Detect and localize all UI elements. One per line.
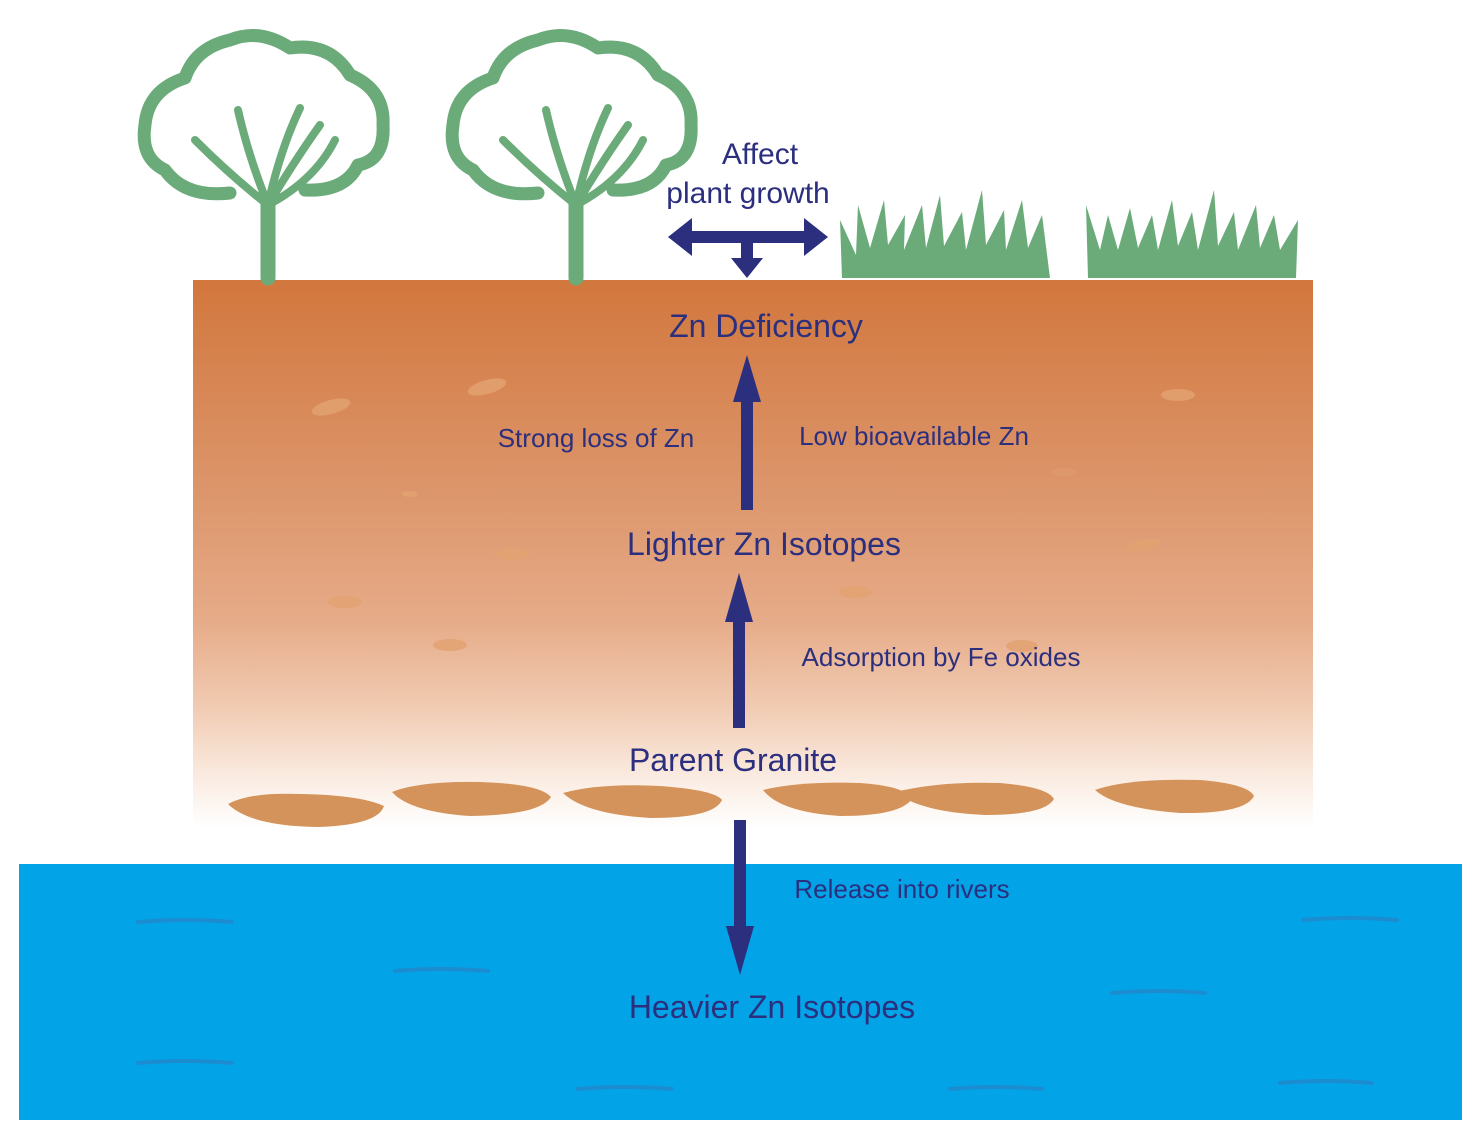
arrow-to-rivers-shaft bbox=[734, 820, 746, 930]
zn-deficiency-label: Zn Deficiency bbox=[669, 308, 863, 344]
water-wave bbox=[948, 1085, 1044, 1091]
water-waves bbox=[136, 916, 1399, 1091]
granite-pebble bbox=[1095, 779, 1254, 814]
affect-arrow-left-head bbox=[668, 218, 692, 256]
heavier-isotopes-label: Heavier Zn Isotopes bbox=[629, 989, 915, 1025]
soil-layer bbox=[193, 280, 1313, 828]
water-wave bbox=[1301, 916, 1399, 922]
soil-fleck bbox=[467, 378, 507, 396]
arrow-to-rivers-head bbox=[726, 926, 754, 975]
lighter-isotopes-label: Lighter Zn Isotopes bbox=[627, 526, 901, 562]
granite-pebbles bbox=[228, 779, 1254, 827]
granite-pebble bbox=[763, 782, 912, 816]
plant-growth-label: plant growth bbox=[666, 177, 829, 210]
soil-fleck bbox=[328, 596, 362, 608]
affect-arrow-down-head bbox=[731, 258, 763, 278]
affect-arrow-stem bbox=[741, 237, 753, 262]
soil-fleck bbox=[1052, 468, 1076, 476]
soil-fleck bbox=[402, 491, 418, 497]
soil-fleck bbox=[495, 548, 529, 560]
affect-arrow bbox=[668, 218, 828, 278]
soil-fleck bbox=[1161, 389, 1195, 401]
tree-icon bbox=[445, 29, 698, 286]
grass-icon bbox=[1086, 190, 1298, 278]
granite-pebble bbox=[392, 781, 551, 816]
water-wave bbox=[1110, 989, 1207, 995]
water-wave bbox=[393, 967, 490, 973]
arrow-to-deficiency-head bbox=[733, 355, 761, 402]
arrow-to-lighter-head bbox=[725, 573, 753, 622]
process-arrows bbox=[725, 355, 761, 975]
tree-icon bbox=[137, 29, 390, 286]
soil-fleck bbox=[311, 398, 351, 416]
grass-icon bbox=[840, 190, 1050, 278]
adsorption-label: Adsorption by Fe oxides bbox=[802, 642, 1081, 672]
soil-fleck bbox=[838, 586, 872, 598]
strong-loss-label: Strong loss of Zn bbox=[498, 423, 695, 453]
parent-granite-label: Parent Granite bbox=[629, 742, 837, 778]
soil-fleck bbox=[1006, 640, 1038, 652]
water-wave bbox=[576, 1085, 674, 1091]
release-rivers-label: Release into rivers bbox=[794, 874, 1009, 904]
arrow-to-deficiency-shaft bbox=[741, 400, 753, 510]
low-bioavailable-label: Low bioavailable Zn bbox=[799, 421, 1029, 451]
granite-pebble bbox=[228, 793, 384, 827]
affect-arrow-right-head bbox=[804, 218, 828, 256]
soil-fleck bbox=[1125, 538, 1161, 552]
soil-fleck bbox=[433, 639, 467, 651]
granite-pebble bbox=[895, 782, 1054, 815]
soil-flecks bbox=[311, 378, 1195, 652]
granite-pebble bbox=[563, 785, 722, 818]
arrow-to-lighter-shaft bbox=[733, 620, 745, 728]
water-wave bbox=[136, 918, 234, 924]
affect-label: Affect bbox=[722, 138, 799, 171]
water-wave bbox=[1278, 1079, 1374, 1085]
water-wave bbox=[136, 1059, 234, 1065]
